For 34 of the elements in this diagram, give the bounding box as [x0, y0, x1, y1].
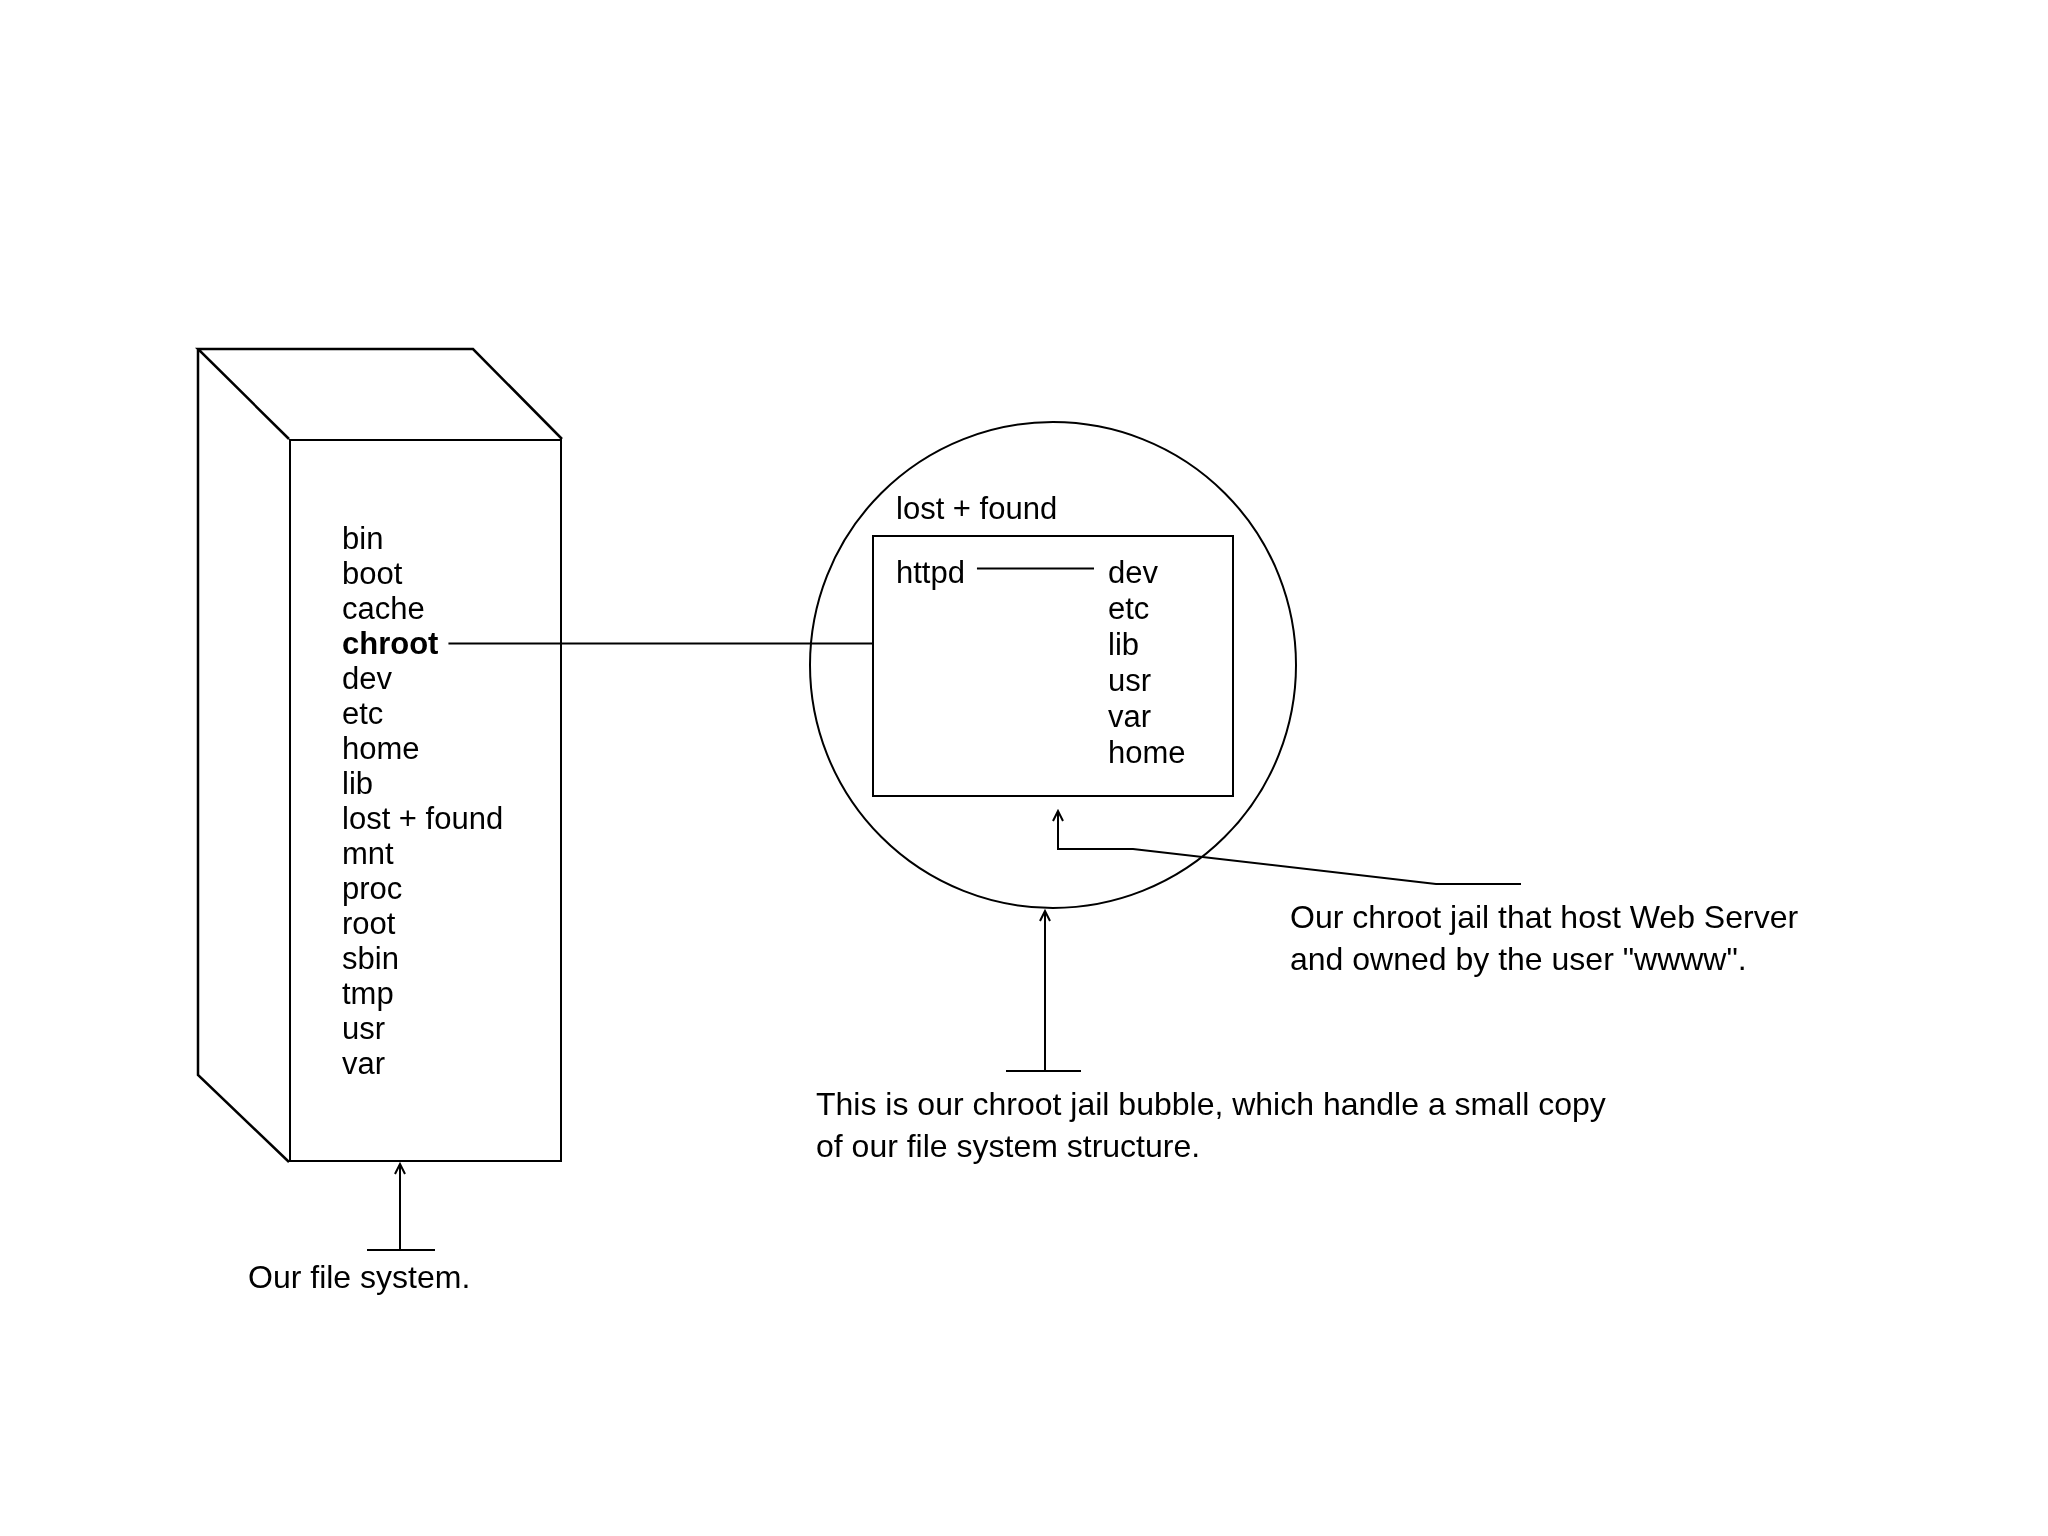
directory-name: usr: [342, 1011, 386, 1046]
directory-name: lost + found: [896, 491, 1058, 526]
directory-name: lost + found: [342, 801, 504, 836]
directory-name: root: [342, 906, 396, 941]
directory-name: lib: [1108, 627, 1139, 663]
file-system-box: [289, 439, 562, 1162]
leader-arrow: [1052, 810, 1522, 885]
directory-name: boot: [342, 556, 403, 591]
directory-name: home: [342, 731, 420, 766]
directory-name: mnt: [342, 836, 394, 871]
directory-name: bin: [342, 521, 384, 556]
connector-line: [975, 567, 1095, 570]
directory-name: cache: [342, 591, 425, 626]
leader-arrow: [366, 1163, 436, 1251]
annotation-text: This is our chroot jail bubble, which handle a small copy of our file system structure.: [816, 1083, 1616, 1167]
directory-name: etc: [342, 696, 384, 731]
directory-name: tmp: [342, 976, 394, 1011]
annotation-text: Our file system.: [248, 1256, 748, 1298]
directory-name: sbin: [342, 941, 399, 976]
connector-line: [447, 642, 873, 645]
directory-name: etc: [1108, 591, 1150, 627]
jail-box: [872, 535, 1234, 797]
directory-name: httpd: [896, 555, 965, 590]
directory-name: home: [1108, 735, 1186, 771]
directory-name: dev: [1108, 555, 1158, 591]
directory-name: var: [342, 1046, 386, 1081]
directory-name: lib: [342, 766, 373, 801]
directory-name: chroot: [342, 626, 439, 661]
directory-name: var: [1108, 699, 1152, 735]
directory-name: proc: [342, 871, 403, 906]
annotation-text: Our chroot jail that host Web Server and owned by the user "wwww".: [1290, 896, 1850, 980]
directory-name: usr: [1108, 663, 1152, 699]
leader-arrow: [1005, 910, 1082, 1072]
directory-name: dev: [342, 661, 392, 696]
